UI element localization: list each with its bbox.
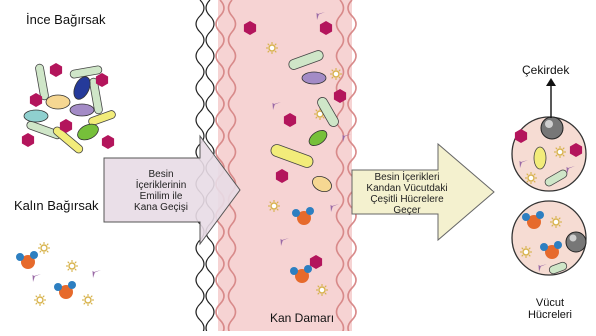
distribution-line1: Besin İçerikleri (358, 172, 456, 183)
body-cell-top (512, 117, 586, 191)
absorption-line2: İçeriklerinin (118, 180, 204, 191)
distribution-line2: Kandan Vücutdaki (358, 183, 456, 194)
absorption-line1: Besin (118, 169, 204, 180)
absorption-line4: Kana Geçişi (118, 202, 204, 213)
distribution-line3: Çeşitli Hücrelere (358, 194, 456, 205)
large-intestine-contents (16, 242, 101, 306)
small-intestine-contents (22, 63, 117, 155)
small-intestine-label: İnce Bağırsak (26, 12, 106, 27)
blood-vessel-label: Kan Damarı (270, 311, 334, 325)
large-intestine-label: Kalın Bağırsak (14, 198, 99, 213)
absorption-arrow-text: Besin İçeriklerinin Emilim ile Kana Geçi… (118, 169, 204, 213)
distribution-line4: Geçer (358, 205, 456, 216)
nucleus-label: Çekirdek (522, 63, 569, 77)
body-cells-label-line2: Hücreleri (520, 309, 580, 321)
body-cell-bottom (512, 201, 586, 275)
body-cells-label-line1: Vücut (520, 297, 580, 309)
distribution-arrow-text: Besin İçerikleri Kandan Vücutdaki Çeşitl… (358, 172, 456, 216)
body-cells-label: Vücut Hücreleri (520, 297, 580, 321)
nucleus-pointer (546, 78, 556, 118)
absorption-line3: Emilim ile (118, 191, 204, 202)
